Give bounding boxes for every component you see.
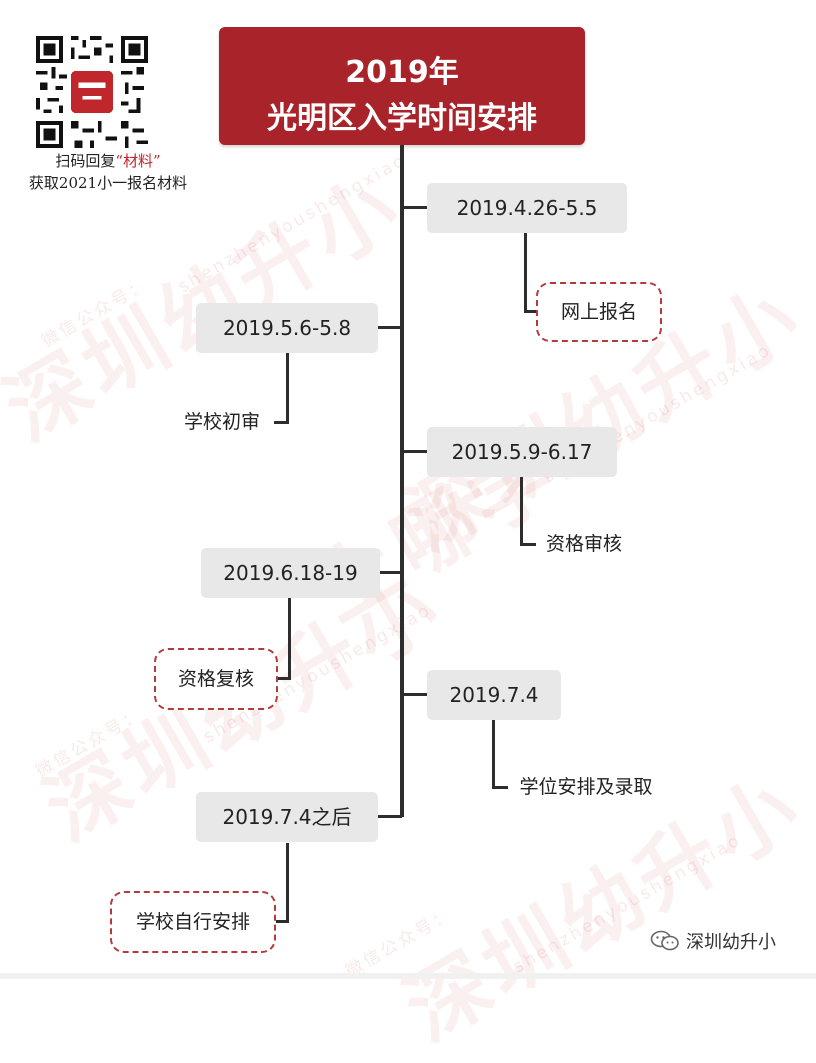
leaf-online-registration: 网上报名 xyxy=(536,282,662,342)
date-node: 2019.6.18-19 xyxy=(201,548,380,598)
connector xyxy=(288,597,291,679)
timeline-spine xyxy=(400,145,404,817)
connector xyxy=(378,815,402,818)
qr-caption-line2: 获取2021小一报名材料 xyxy=(28,174,188,192)
date-node: 2019.7.4之后 xyxy=(196,792,378,842)
date-node: 2019.4.26-5.5 xyxy=(427,183,627,233)
watermark-account: 微信公众号： xyxy=(32,704,147,782)
qr-caption-prefix: 扫码回复 xyxy=(55,152,116,170)
connector xyxy=(402,693,428,696)
title-line2: 光明区入学时间安排 xyxy=(267,101,537,136)
connector xyxy=(402,450,428,453)
connector xyxy=(274,421,289,424)
connector xyxy=(520,477,523,545)
watermark-pinyin: shenzhenyoushengxiao xyxy=(175,149,411,298)
qr-code-icon xyxy=(36,36,148,148)
connector xyxy=(492,786,508,789)
title-box: 2019年 光明区入学时间安排 xyxy=(219,27,585,145)
connector xyxy=(378,326,402,329)
qr-caption-highlight: “材料” xyxy=(115,152,161,170)
connector xyxy=(402,206,428,209)
date-node: 2019.5.6-5.8 xyxy=(196,303,378,353)
leaf-school-initial-review: 学校初审 xyxy=(183,411,260,433)
connector xyxy=(286,353,289,423)
connector xyxy=(286,843,289,922)
connector xyxy=(274,920,289,923)
title-line1: 2019年 xyxy=(345,55,459,90)
watermark-pinyin: shenzhenyoushengxiao xyxy=(510,829,746,978)
qr-caption-line1: 扫码回复“材料” xyxy=(10,150,206,171)
leaf-qualification-review: 资格审核 xyxy=(545,533,622,555)
date-node: 2019.7.4 xyxy=(427,670,561,720)
connector xyxy=(492,720,495,788)
connector xyxy=(520,543,536,546)
leaf-school-own-arrangement: 学校自行安排 xyxy=(110,891,276,953)
bottom-rule xyxy=(0,973,816,979)
footer-account-name: 深圳幼升小 xyxy=(686,932,776,953)
leaf-placement-admission: 学位安排及录取 xyxy=(519,776,653,798)
connector xyxy=(524,310,540,313)
connector xyxy=(524,233,527,312)
connector xyxy=(276,677,291,680)
date-node: 2019.5.9-6.17 xyxy=(427,427,617,477)
footer-account: 深圳幼升小 xyxy=(650,928,776,954)
connector xyxy=(380,571,402,574)
leaf-qualification-recheck: 资格复核 xyxy=(154,648,278,710)
watermark-account: 微信公众号： xyxy=(342,904,457,982)
watermark-account: 微信公众号： xyxy=(38,274,153,352)
wechat-icon xyxy=(650,930,679,951)
